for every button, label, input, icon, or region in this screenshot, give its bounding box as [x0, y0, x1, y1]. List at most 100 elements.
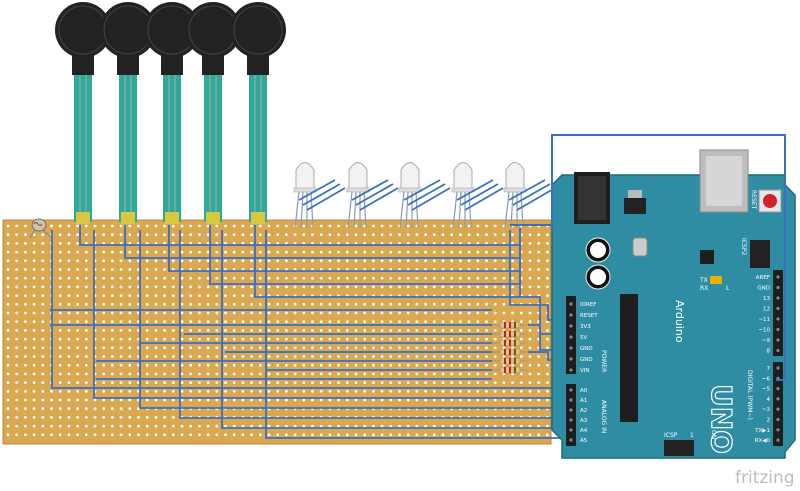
perf-hole	[345, 337, 349, 341]
perf-hole	[293, 398, 297, 402]
perf-hole	[6, 276, 10, 280]
perf-hole	[398, 302, 401, 306]
perf-hole	[41, 433, 45, 437]
perf-hole	[372, 302, 375, 306]
perf-hole	[546, 433, 549, 437]
perf-hole	[363, 320, 367, 324]
perf-hole	[93, 424, 97, 428]
perf-hole	[84, 285, 88, 289]
perf-hole	[58, 337, 62, 341]
perf-hole	[345, 433, 349, 437]
perf-hole	[111, 433, 114, 437]
perf-hole	[432, 224, 436, 228]
perf-hole	[406, 355, 410, 358]
perf-hole	[119, 337, 123, 341]
perf-hole	[250, 389, 254, 393]
analog-pin-label: A2	[580, 408, 587, 414]
perf-hole	[41, 346, 45, 350]
perf-hole	[493, 398, 497, 402]
perf-hole	[102, 320, 106, 324]
perf-hole	[441, 320, 445, 324]
perf-hole	[32, 398, 36, 402]
perf-hole	[302, 381, 306, 384]
perf-hole	[224, 233, 227, 237]
perf-hole	[206, 250, 210, 254]
perf-hole	[450, 233, 454, 237]
perf-hole	[41, 285, 45, 289]
perf-hole	[137, 416, 140, 419]
perf-hole	[145, 346, 149, 350]
perf-hole	[285, 311, 288, 315]
wire	[407, 183, 446, 206]
perf-hole	[15, 311, 19, 315]
perf-hole	[493, 337, 497, 341]
perf-hole	[154, 224, 158, 228]
force-sensor	[100, 2, 156, 224]
perf-hole	[206, 433, 210, 437]
perf-hole	[76, 250, 79, 254]
perf-hole	[215, 233, 219, 237]
perf-hole	[450, 224, 454, 228]
perf-hole	[198, 389, 201, 393]
perf-hole	[406, 424, 410, 428]
perf-hole	[15, 242, 19, 245]
perf-hole	[319, 433, 323, 437]
perf-hole	[102, 233, 106, 237]
perf-hole	[241, 259, 245, 263]
perf-hole	[84, 346, 88, 350]
perf-hole	[276, 329, 280, 332]
perf-hole	[511, 276, 514, 280]
perf-hole	[224, 259, 227, 263]
wire	[93, 230, 560, 399]
perf-hole	[424, 389, 427, 393]
perf-hole	[293, 389, 297, 393]
perf-hole	[337, 233, 340, 237]
perf-hole	[528, 329, 532, 332]
perf-hole	[467, 424, 471, 428]
perf-hole	[276, 398, 280, 402]
perf-hole	[406, 346, 410, 350]
perf-hole	[67, 250, 71, 254]
icsp-one-label: 1	[690, 432, 694, 439]
perf-hole	[285, 320, 288, 324]
perf-hole	[119, 250, 123, 254]
analog-pin-label: A3	[580, 418, 588, 424]
perf-hole	[84, 329, 88, 332]
perf-hole	[171, 355, 175, 358]
perf-hole	[537, 381, 541, 384]
perf-hole	[180, 337, 184, 341]
perf-hole	[41, 381, 45, 384]
power-pin-label: VIN	[580, 368, 590, 374]
perf-hole	[537, 276, 541, 280]
perf-hole	[432, 337, 436, 341]
perf-hole	[424, 259, 427, 263]
perf-hole	[337, 346, 340, 350]
perf-hole	[15, 337, 19, 341]
perf-hole	[15, 424, 19, 428]
perf-hole	[406, 276, 410, 280]
perf-hole	[258, 372, 262, 376]
perf-hole	[102, 329, 106, 332]
perf-hole	[485, 363, 488, 367]
perf-hole	[511, 389, 514, 393]
perf-hole	[389, 329, 393, 332]
perf-hole	[285, 346, 288, 350]
perf-hole	[476, 398, 480, 402]
perf-hole	[285, 285, 288, 289]
perf-hole	[163, 355, 167, 358]
perf-hole	[50, 407, 53, 411]
perf-hole	[215, 381, 219, 384]
perf-hole	[180, 372, 184, 376]
perf-hole	[258, 329, 262, 332]
perf-hole	[476, 224, 480, 228]
perf-hole	[6, 398, 10, 402]
perf-hole	[354, 372, 358, 376]
perf-hole	[459, 372, 462, 376]
perf-hole	[32, 311, 36, 315]
perf-hole	[476, 433, 480, 437]
perf-hole	[337, 363, 340, 367]
perf-hole	[206, 233, 210, 237]
perf-hole	[493, 285, 497, 289]
perf-hole	[485, 381, 488, 384]
perf-hole	[467, 363, 471, 367]
